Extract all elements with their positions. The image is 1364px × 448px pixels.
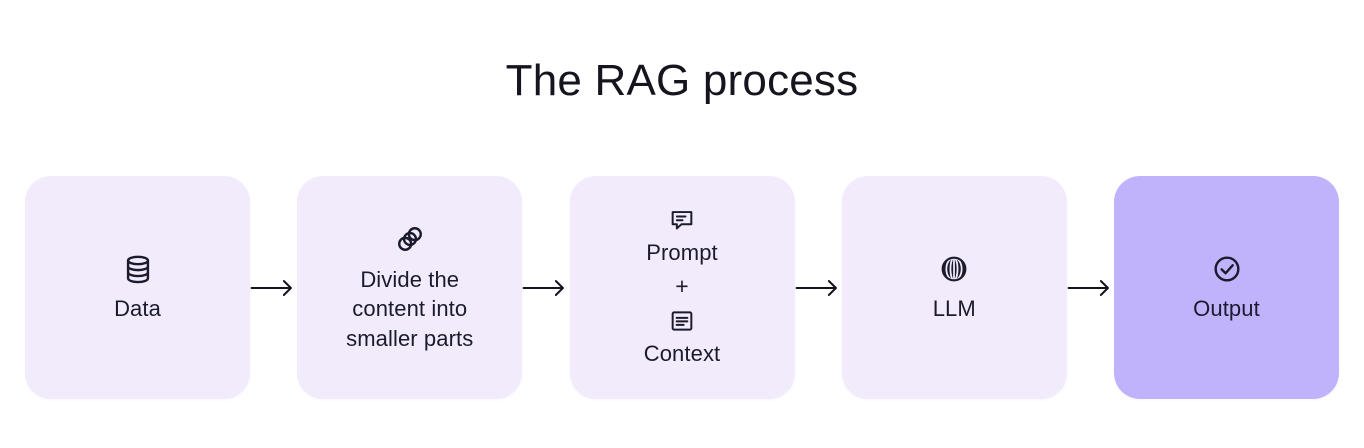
step-llm-label: LLM [932, 295, 976, 321]
prompt-group: Prompt [646, 206, 718, 268]
chunks-icon [393, 222, 427, 256]
arrow-right-icon [250, 277, 297, 299]
step-output-label: Output [1193, 295, 1260, 321]
connector-3 [795, 276, 842, 300]
sphere-icon [937, 252, 971, 286]
speech-bubble-icon [668, 206, 696, 234]
step-llm[interactable]: LLM [841, 176, 1067, 399]
database-icon [121, 252, 155, 286]
step-chunking[interactable]: Divide the content into smaller parts [297, 176, 523, 399]
prompt-context-stack: Prompt + Context [644, 206, 721, 368]
page-title: The RAG process [505, 56, 859, 105]
document-icon [668, 307, 696, 335]
connector-2 [522, 276, 569, 300]
plus-operator: + [675, 273, 689, 299]
step-data-label: Data [114, 295, 161, 321]
prompt-label: Prompt [646, 240, 718, 266]
step-data[interactable]: Data [25, 176, 250, 399]
context-label: Context [643, 341, 721, 366]
arrow-right-icon [1067, 277, 1114, 299]
arrow-right-icon [522, 277, 569, 299]
rag-process-flow: Data Divide the content into smaller par… [0, 175, 1364, 400]
connector-4 [1067, 276, 1114, 300]
check-circle-icon [1210, 252, 1244, 286]
arrow-right-icon [795, 277, 842, 299]
context-group: Context [644, 307, 721, 369]
connector-1 [250, 276, 297, 300]
step-chunking-label: Divide the content into smaller parts [346, 267, 474, 351]
step-prompt-context[interactable]: Prompt + Context [569, 176, 795, 399]
step-output[interactable]: Output [1114, 176, 1339, 399]
